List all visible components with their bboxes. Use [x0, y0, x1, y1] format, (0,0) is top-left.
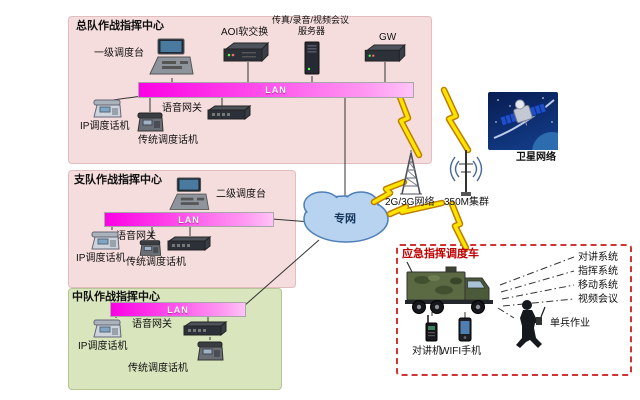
detachment-ip-phone-label: IP调度话机 — [76, 253, 126, 264]
hq-voice-gateway-icon — [207, 105, 252, 121]
hq-title: 总队作战指挥中心 — [76, 20, 164, 32]
level2-console-label: 二级调度台 — [216, 189, 266, 200]
soldier-label: 单兵作业 — [550, 318, 590, 329]
hq-lan-bar: LAN — [138, 82, 414, 98]
bolt-trunking-vehicle — [448, 200, 470, 252]
media-server-label-line2: 服务器 — [298, 26, 326, 36]
detachment-voice-gateway-label: 语音网关 — [116, 231, 156, 242]
cellular-tower-icon — [400, 150, 422, 195]
detachment-title: 支队作战指挥中心 — [74, 174, 162, 186]
hq-voice-gateway-label: 语音网关 — [162, 103, 202, 114]
command-truck-icon — [405, 261, 493, 314]
satellite-network-label: 卫星网络 — [516, 152, 556, 163]
squadron-lan-bar: LAN — [110, 302, 246, 317]
level2-console-icon — [169, 177, 210, 210]
walkie-talkie-label: 对讲机 — [412, 346, 442, 357]
bolt-to-satellite — [440, 86, 472, 154]
squadron-ip-phone-icon — [93, 319, 122, 338]
hq-trad-phone-icon — [137, 112, 164, 132]
hq-ip-phone-label: IP调度话机 — [80, 121, 130, 132]
detachment-ip-phone-icon — [91, 231, 120, 250]
squadron-title: 中队作战指挥中心 — [72, 291, 160, 303]
walkie-talkie-icon — [425, 315, 438, 342]
squadron-trad-phone-icon — [197, 341, 224, 361]
wifi-phone-icon — [458, 317, 472, 342]
private-network-label: 专网 — [334, 213, 356, 225]
detachment-voice-gateway-icon — [167, 236, 212, 252]
detachment-lan-label: LAN — [178, 214, 200, 225]
squadron-lan-label: LAN — [167, 304, 189, 315]
trunking-antenna-icon — [449, 150, 483, 196]
squadron-trad-phone-label: 传统调度话机 — [128, 363, 188, 374]
system-item-video: 视频会议 — [578, 294, 618, 305]
system-item-command: 指挥系统 — [578, 266, 618, 277]
media-server-icon — [304, 41, 320, 75]
trunking-network-label: 350M集群 — [444, 197, 490, 208]
system-item-intercom: 对讲系统 — [578, 252, 618, 263]
squadron-voice-gateway-label: 语音网关 — [132, 319, 172, 330]
cellular-network-label: 2G/3G网络 — [385, 197, 435, 208]
level1-console-label: 一级调度台 — [94, 48, 144, 59]
system-item-mobile: 移动系统 — [578, 280, 618, 291]
gw-icon — [364, 44, 406, 62]
detachment-lan-bar: LAN — [104, 212, 274, 227]
satellite-image — [488, 92, 572, 172]
satellite-icon — [493, 97, 572, 172]
media-server-label-line1: 传真/录音/视频会议 — [272, 15, 350, 25]
level1-console-icon — [149, 38, 194, 75]
detachment-trad-phone-icon — [139, 240, 162, 256]
wifi-phone-label: WIFI手机 — [440, 346, 482, 357]
hq-trad-phone-label: 传统调度话机 — [138, 135, 198, 146]
aoi-softswitch-icon — [223, 42, 270, 62]
aoi-softswitch-label: AOI软交换 — [221, 27, 269, 38]
squadron-voice-gateway-icon — [183, 321, 228, 337]
hq-ip-phone-icon — [93, 99, 122, 118]
soldier-icon — [516, 300, 546, 348]
gw-label: GW — [379, 32, 397, 43]
squadron-ip-phone-label: IP调度话机 — [78, 341, 128, 352]
hq-lan-label: LAN — [265, 85, 287, 95]
vehicle-title: 应急指挥调度车 — [402, 248, 479, 260]
detachment-trad-phone-label: 传统调度话机 — [126, 257, 186, 268]
